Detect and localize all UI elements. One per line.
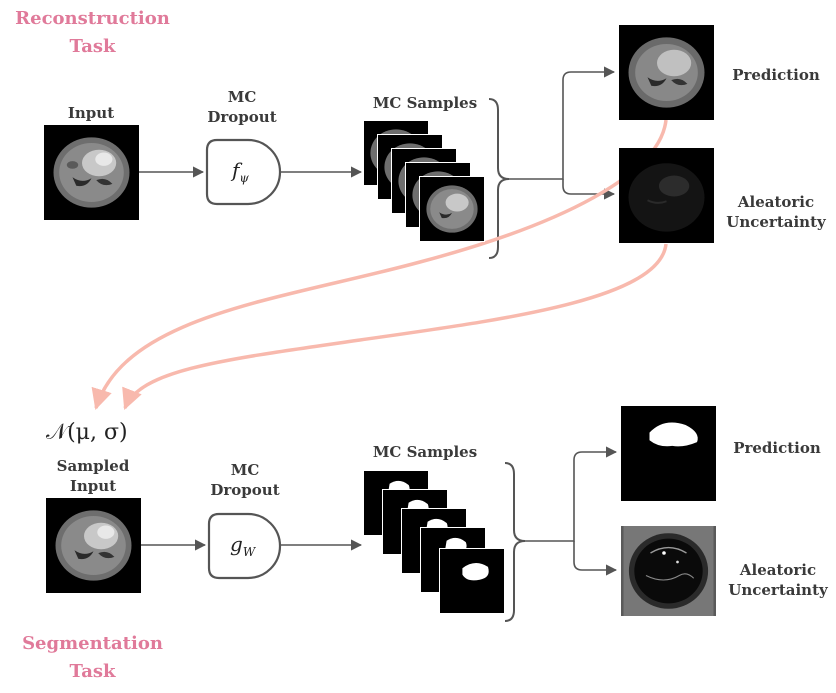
prediction-label-bottom: Prediction xyxy=(733,439,821,457)
function-g-w: gW xyxy=(230,532,256,559)
input-label: Input xyxy=(67,104,115,122)
dropout-label-bottom: MC Dropout xyxy=(210,461,280,499)
segmentation-uncertainty-image xyxy=(621,526,716,616)
sampled-input-label: Sampled Input xyxy=(56,457,130,495)
reconstruction-prediction-image xyxy=(619,25,714,120)
segmentation-task-title: Segmentation Task xyxy=(22,633,163,682)
samples-brace-bottom xyxy=(504,462,526,622)
function-f-psi: fψ xyxy=(232,158,249,185)
branch-to-prediction-bottom xyxy=(525,446,618,542)
dropout-box-f xyxy=(205,138,282,206)
dropout-label-top: MC Dropout xyxy=(207,88,277,126)
reconstruction-task-title: Reconstruction Task xyxy=(15,8,170,57)
segmentation-prediction-image xyxy=(621,406,716,501)
reconstruction-uncertainty-image xyxy=(619,148,714,243)
prediction-label-top: Prediction xyxy=(732,66,820,84)
dropout-box-g xyxy=(207,512,282,580)
sampled-input-image xyxy=(46,498,141,593)
seg-sample-5 xyxy=(439,548,505,614)
uncertainty-label-bottom: Aleatoric Uncertainty xyxy=(728,561,828,599)
uncertainty-to-distribution-arrow xyxy=(122,243,668,410)
input-mri-image xyxy=(44,125,139,220)
samples-label-top: MC Samples xyxy=(372,94,478,112)
branch-to-prediction-top xyxy=(509,66,616,180)
branch-to-uncertainty-top xyxy=(562,179,616,200)
samples-label-bottom: MC Samples xyxy=(372,443,478,461)
distribution-label: 𝒩(μ, σ) xyxy=(46,420,128,445)
branch-to-uncertainty-bottom xyxy=(573,541,618,576)
uncertainty-label-top: Aleatoric Uncertainty xyxy=(726,193,826,231)
mc-sample-top-5 xyxy=(419,176,485,242)
